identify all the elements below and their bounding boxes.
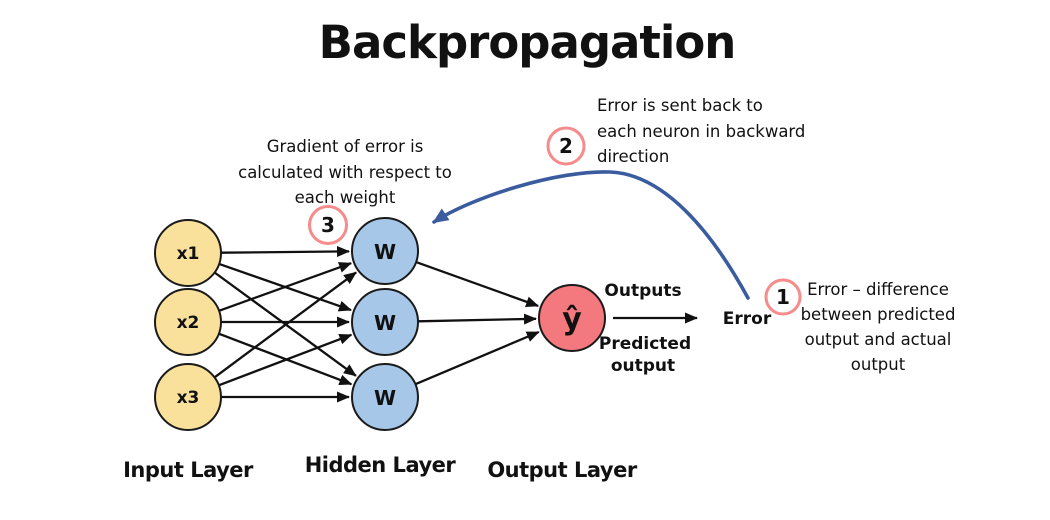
hidden-node-w2-label: W bbox=[374, 311, 396, 335]
connection-w3-y bbox=[414, 330, 540, 386]
annotation-step1-line2: between predicted bbox=[801, 305, 956, 324]
connections-hidden-output bbox=[414, 261, 540, 386]
input-node-x2 bbox=[154, 288, 222, 356]
output-layer-node: ŷ bbox=[538, 284, 606, 352]
output-node bbox=[538, 284, 606, 352]
annotation-step3: Gradient of error is calculated with res… bbox=[238, 137, 452, 245]
annotation-step1-line3: output and actual bbox=[805, 330, 952, 349]
step-3-badge bbox=[308, 205, 348, 245]
outputs-label: Outputs bbox=[604, 281, 681, 301]
connection-x3-w1 bbox=[213, 271, 357, 379]
predicted-output-label-line2: output bbox=[611, 356, 675, 376]
annotation-step1-line1: Error – difference bbox=[807, 280, 949, 299]
connection-x2-w1 bbox=[218, 262, 353, 312]
step-1-badge-number: 1 bbox=[776, 285, 790, 309]
diagram-title: Backpropagation bbox=[319, 16, 736, 69]
hidden-node-w2 bbox=[351, 288, 419, 356]
annotation-step2: Error is sent back to each neuron in bac… bbox=[546, 96, 805, 166]
error-label: Error bbox=[723, 309, 772, 329]
connections-input-hidden bbox=[213, 246, 357, 403]
hidden-node-w3 bbox=[351, 363, 419, 431]
hidden-node-w3-label: W bbox=[374, 386, 396, 410]
output-layer-label: Output Layer bbox=[487, 458, 638, 482]
input-layer-nodes: x1 x2 x3 bbox=[154, 219, 222, 431]
hidden-layer-label: Hidden Layer bbox=[305, 453, 457, 477]
connection-w2-y bbox=[417, 313, 537, 325]
input-layer-label: Input Layer bbox=[123, 458, 254, 482]
output-node-label: ŷ bbox=[562, 302, 582, 337]
input-node-x1-label: x1 bbox=[177, 244, 200, 264]
connection-x3-w2 bbox=[218, 333, 353, 387]
annotation-step1: 1 Error – difference between predicted o… bbox=[764, 278, 956, 374]
annotation-step3-line3: each weight bbox=[295, 188, 396, 207]
annotation-step2-line1: Error is sent back to bbox=[597, 96, 763, 115]
annotation-step2-line3: direction bbox=[597, 147, 669, 166]
input-node-x3 bbox=[154, 363, 222, 431]
backward-error-arrow bbox=[432, 170, 750, 300]
step-3-badge-number: 3 bbox=[321, 213, 335, 237]
hidden-node-w1-label: W bbox=[374, 240, 396, 264]
step-2-badge-number: 2 bbox=[559, 134, 573, 158]
input-node-x3-label: x3 bbox=[177, 388, 200, 408]
annotation-step3-line2: calculated with respect to bbox=[238, 163, 452, 182]
step-2-badge bbox=[546, 126, 586, 166]
connection-w1-y bbox=[415, 261, 540, 308]
annotation-step3-line1: Gradient of error is bbox=[267, 137, 424, 156]
hidden-node-w1 bbox=[351, 217, 419, 285]
connection-x1-w1 bbox=[220, 246, 350, 258]
step-1-badge bbox=[764, 278, 802, 316]
annotation-step2-line2: each neuron in backward bbox=[597, 122, 805, 141]
annotation-step1-line4: output bbox=[851, 355, 906, 374]
hidden-layer-nodes: W W W bbox=[351, 217, 419, 431]
input-node-x1 bbox=[154, 219, 222, 287]
predicted-output-label-line1: Predicted bbox=[599, 334, 691, 354]
input-node-x2-label: x2 bbox=[177, 313, 200, 333]
